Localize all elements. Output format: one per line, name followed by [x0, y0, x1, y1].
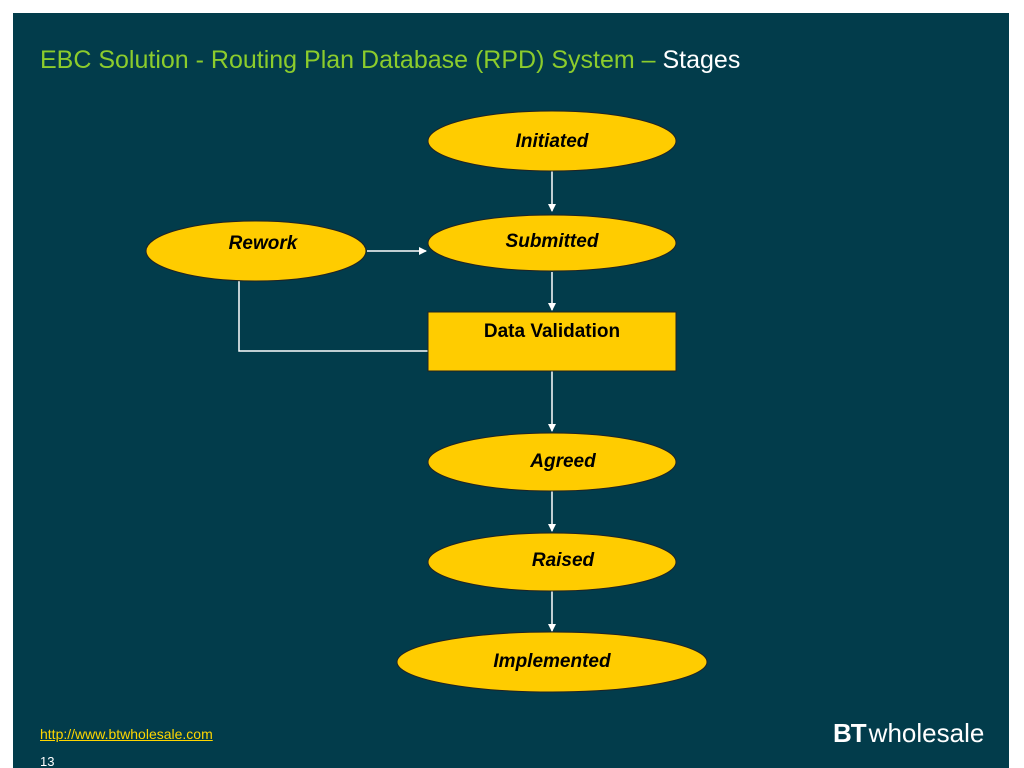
- website-link[interactable]: http://www.btwholesale.com: [40, 726, 213, 742]
- slide-title: EBC Solution - Routing Plan Database (RP…: [40, 46, 740, 75]
- node-initiated: Initiated: [427, 110, 677, 172]
- node-submitted: Submitted: [427, 214, 677, 272]
- node-implemented-label: Implemented: [493, 651, 611, 672]
- title-main: EBC Solution - Routing Plan Database (RP…: [40, 46, 663, 74]
- node-implemented: Implemented: [396, 631, 708, 693]
- node-rework-label: Rework: [229, 233, 299, 254]
- stages-flowchart: Initiated Rework Submitted Data Validati…: [145, 110, 708, 693]
- logo-bt: BT: [833, 718, 867, 748]
- logo-wholesale: wholesale: [868, 718, 985, 748]
- node-raised: Raised: [427, 532, 677, 592]
- node-initiated-label: Initiated: [516, 131, 589, 152]
- node-data-validation-label: Data Validation: [484, 321, 620, 342]
- node-agreed: Agreed: [427, 432, 677, 492]
- edge-validation-rework: [238, 281, 428, 352]
- node-data-validation: Data Validation: [427, 311, 677, 372]
- node-raised-label: Raised: [532, 550, 595, 571]
- node-rework: Rework: [145, 220, 367, 282]
- slide: EBC Solution - Routing Plan Database (RP…: [13, 13, 1009, 768]
- page-number: 13: [40, 754, 55, 768]
- title-accent: Stages: [662, 46, 741, 74]
- node-submitted-label: Submitted: [506, 231, 599, 252]
- node-agreed-label: Agreed: [529, 451, 596, 472]
